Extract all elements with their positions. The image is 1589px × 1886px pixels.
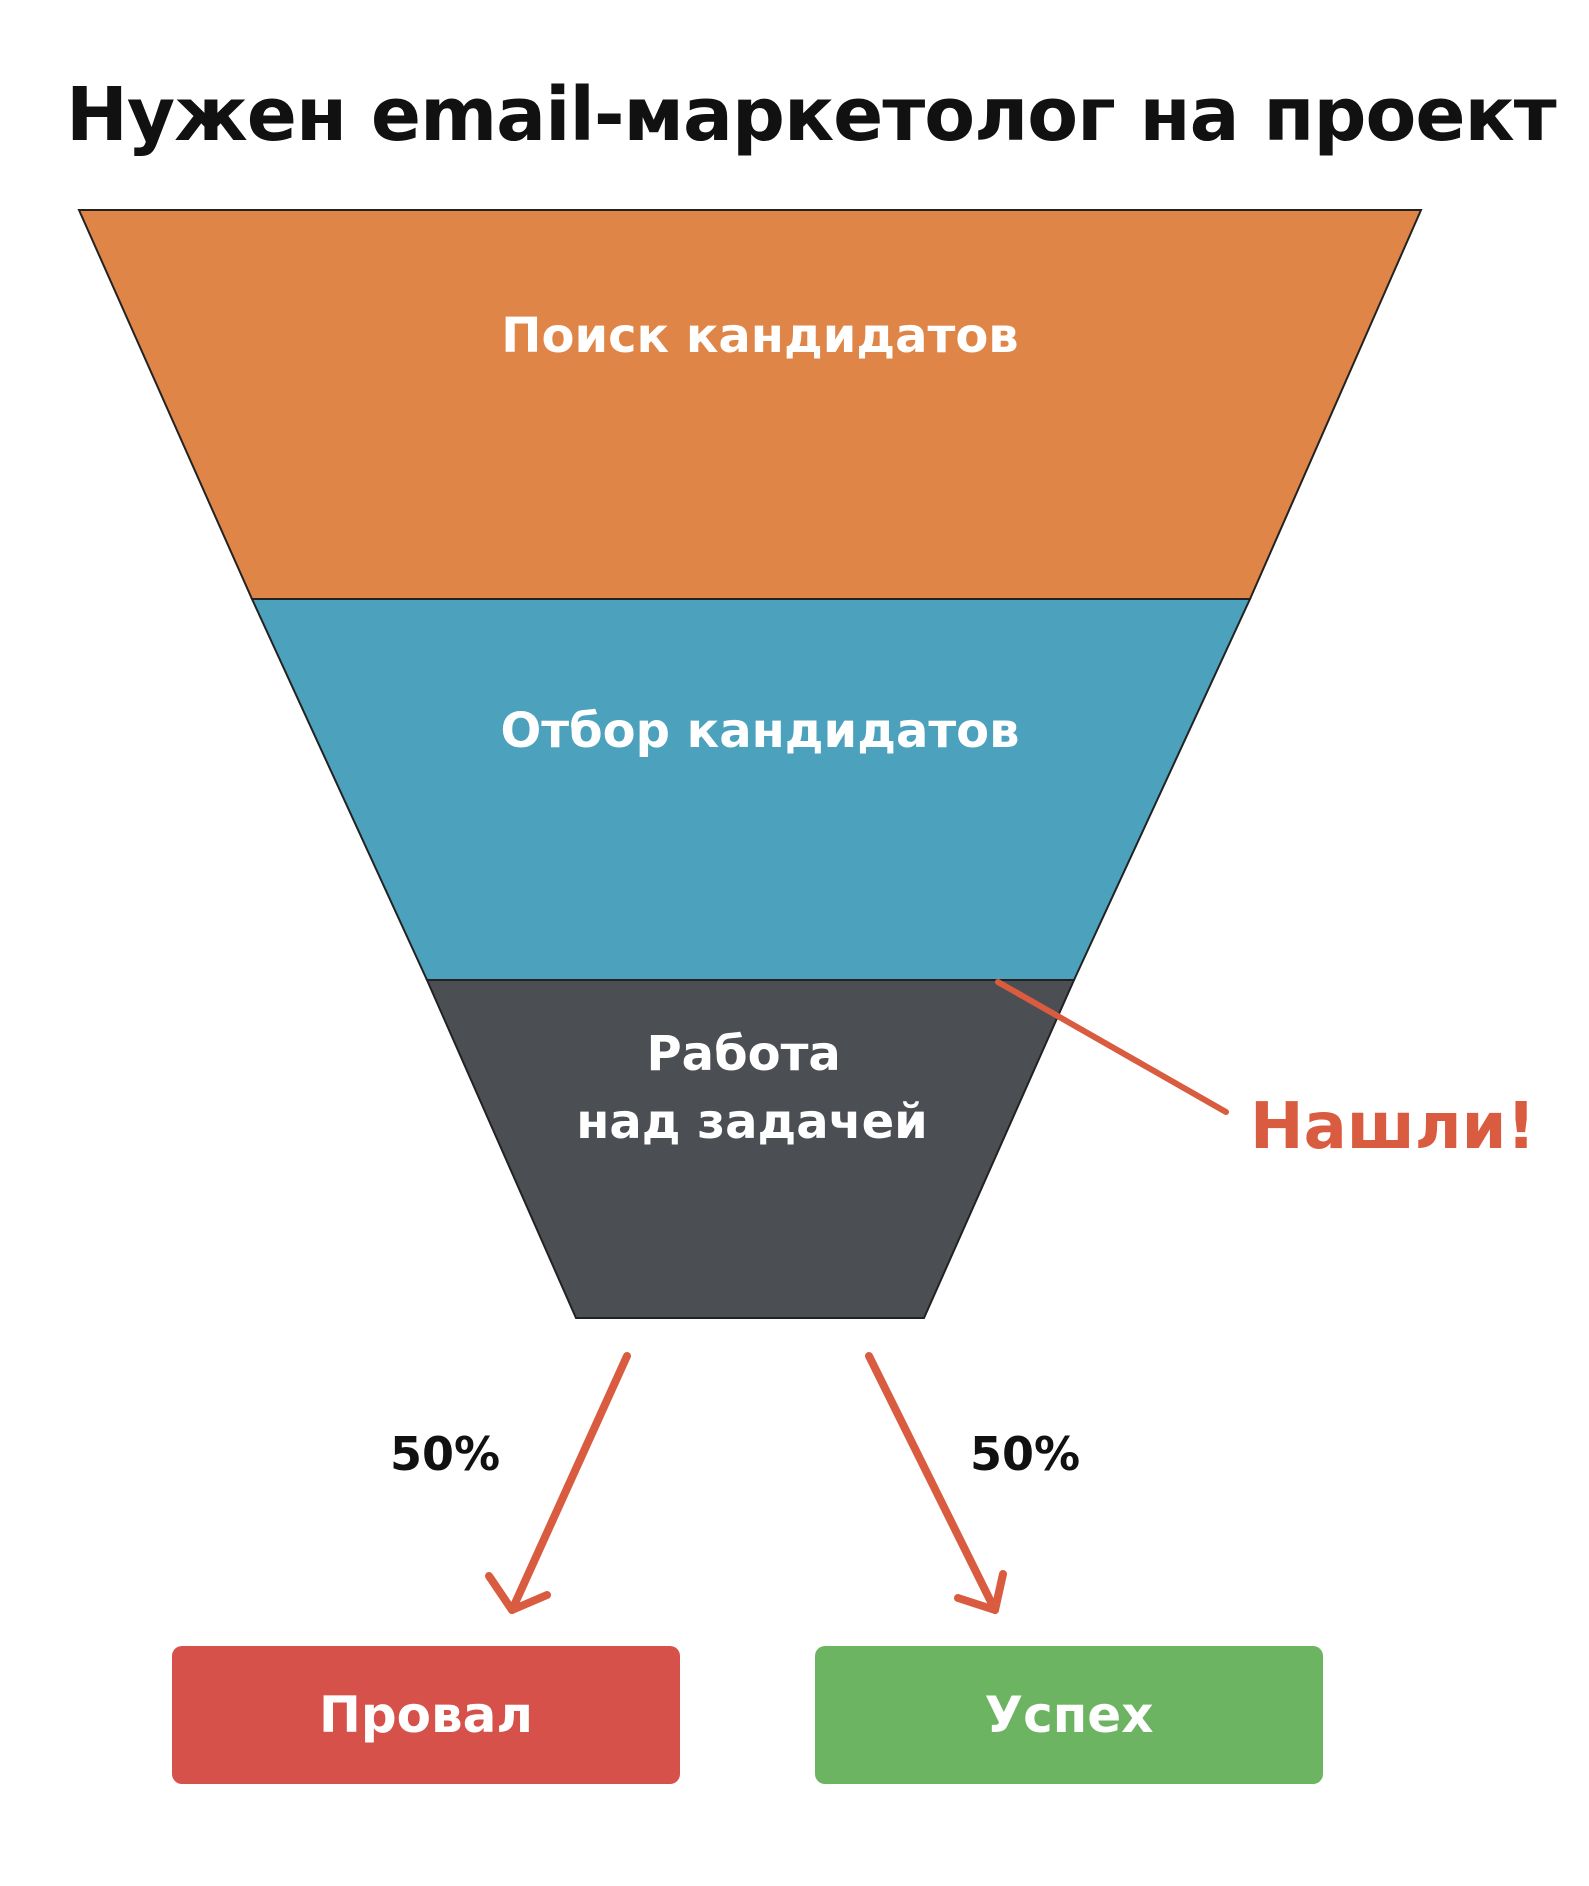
funnel-stage-search-label: Поиск кандидатов bbox=[501, 308, 1018, 364]
funnel bbox=[77, 209, 1423, 1319]
success-result-box: Успех bbox=[815, 1646, 1323, 1784]
funnel-stage-selection-label: Отбор кандидатов bbox=[500, 703, 1019, 759]
funnel-stage-work-label: Работа над задачей bbox=[576, 1026, 928, 1150]
page-title: Нужен email-маркетолог на проект bbox=[66, 72, 1557, 158]
success-percent-label: 50% bbox=[970, 1427, 1080, 1481]
success-arrow bbox=[865, 1352, 1007, 1614]
fail-percent-label: 50% bbox=[390, 1427, 500, 1481]
fail-result-label: Провал bbox=[319, 1686, 533, 1744]
success-result-label: Успех bbox=[984, 1686, 1154, 1744]
funnel-stage-search bbox=[77, 209, 1423, 600]
funnel-stage-selection bbox=[250, 598, 1252, 981]
funnel-stage-work bbox=[425, 979, 1076, 1319]
callout-found-text: Нашли! bbox=[1250, 1090, 1536, 1164]
callout-line bbox=[995, 979, 1229, 1115]
fail-arrow bbox=[485, 1352, 631, 1614]
fail-result-box: Провал bbox=[172, 1646, 680, 1784]
